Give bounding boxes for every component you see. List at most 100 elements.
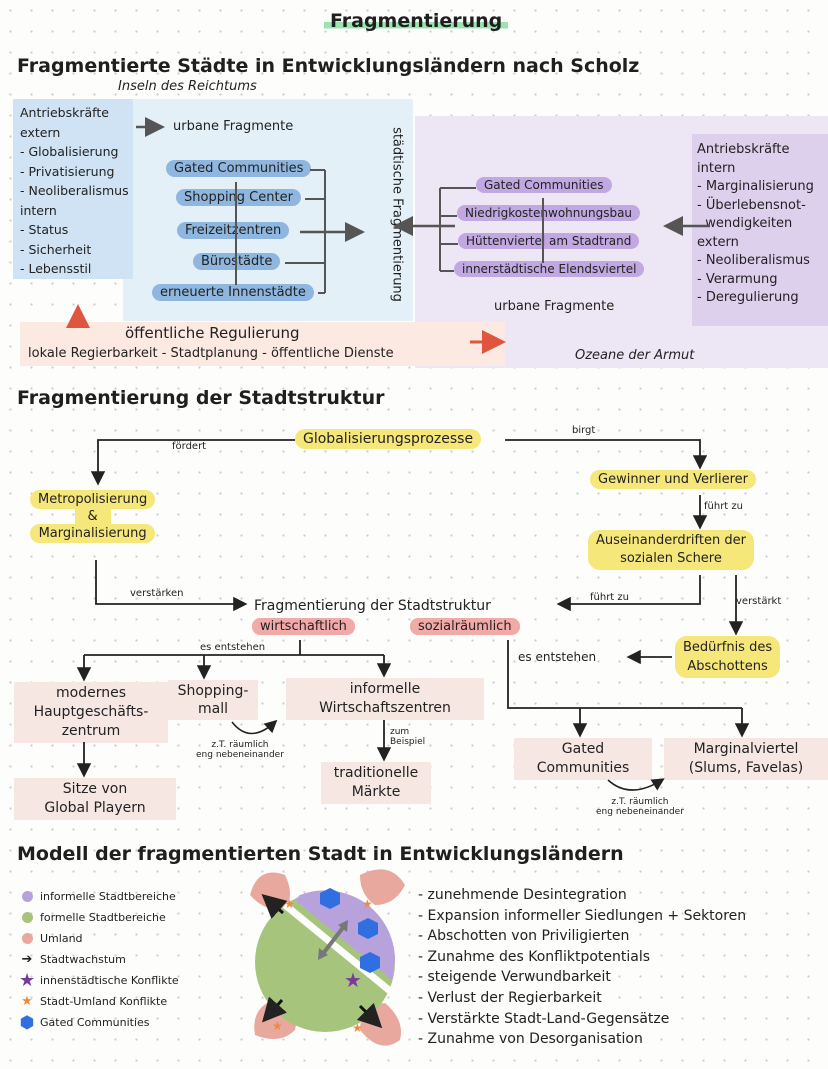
- birgt-label: birgt: [572, 425, 596, 436]
- legend-row: informelle Stadtbereiche: [20, 886, 179, 907]
- purple-dot-icon: [20, 891, 34, 902]
- left-driver-line: extern: [20, 124, 61, 140]
- informelle-box: informelle Wirtschaftszentren: [286, 678, 484, 720]
- consequence-item: - steigende Verwundbarkeit: [418, 969, 611, 986]
- arrow-right-icon: ➔: [21, 952, 33, 967]
- right-driver-line: wendigkeiten: [697, 216, 793, 231]
- gated-line: Gated: [561, 741, 605, 757]
- right-drivers-region: [692, 134, 828, 326]
- consequence-item: - Verlust der Regierbarkeit: [418, 989, 602, 1006]
- left-driver-line: - Neoliberalismus: [20, 183, 129, 198]
- gated-box: Gated Communities: [514, 738, 652, 780]
- regulation-region: [20, 322, 505, 366]
- purple-star-marker: ★: [344, 968, 362, 992]
- left-driver-line: - Privatisierung: [20, 163, 115, 179]
- fuehrt-zu-2: führt zu: [590, 592, 629, 603]
- legend-label: formelle Stadtbereiche: [40, 911, 166, 924]
- zt-left-label: z.T. räumlich eng nebeneinander: [196, 740, 284, 760]
- legend-row: ★ innenstädtische Konflikte: [18, 970, 179, 991]
- legend-row: ➔ Stadtwachstum: [20, 949, 179, 970]
- auseinander-line: Auseinanderdriften der: [596, 533, 746, 548]
- consequence-item: - Zunahme von Desorganisation: [418, 1031, 643, 1048]
- auseinander-line: sozialen Schere: [620, 551, 722, 566]
- salmon-dot-icon: [20, 933, 34, 944]
- es-entstehen-right: es entstehen: [518, 650, 597, 664]
- legend-label: Gated Communities: [40, 1016, 150, 1029]
- marginalviertel-box: Marginalviertel (Slums, Favelas): [664, 738, 828, 780]
- fuehrt-zu-1: führt zu: [704, 501, 743, 512]
- fragmentierung-label: Fragmentierung der Stadtstruktur: [254, 598, 491, 614]
- pill-erneuerte-innenstaedte: erneuerte Innenstädte: [152, 284, 314, 301]
- es-entstehen-left: es entstehen: [200, 642, 266, 653]
- orange-star-icon: ★: [21, 994, 33, 1009]
- metropolisierung-pill: Metropolisierung: [30, 490, 156, 509]
- right-driver-line: intern: [697, 160, 736, 176]
- beduerfnis-pill: Bedürfnis des Abschottens: [675, 636, 781, 678]
- wirtschaftlich-pill: wirtschaftlich: [252, 618, 355, 635]
- marginalisierung-pill: Marginalisierung: [30, 524, 156, 543]
- right-driver-line: - Deregulierung: [697, 290, 799, 305]
- sozialraeumlich-pill: sozialräumlich: [410, 618, 520, 635]
- zt-left-line: eng nebeneinander: [196, 750, 284, 760]
- gated-community-hexagon: [320, 888, 340, 909]
- traditionelle-box: traditionelle Märkte: [321, 762, 431, 804]
- pill-elendsviertel: innerstädtische Elendsviertel: [454, 261, 645, 277]
- foerdert-label: fördert: [172, 441, 207, 452]
- ampersand: &: [74, 509, 111, 524]
- beduerfnis-line: Abschottens: [687, 659, 768, 674]
- svg-text:★: ★: [362, 897, 373, 911]
- zt-right-label: z.T. räumlich eng nebeneinander: [596, 797, 684, 817]
- legend-label: Stadtwachstum: [40, 953, 126, 966]
- right-driver-line: - Verarmung: [697, 271, 778, 287]
- left-driver-line: intern: [20, 202, 57, 218]
- gated-line: Communities: [536, 760, 630, 776]
- left-driver-line: - Globalisierung: [20, 144, 119, 159]
- right-driver-line: - Überlebensnot-: [697, 197, 806, 213]
- purple-star-icon: ★: [18, 970, 36, 991]
- pill-shopping-center: Shopping Center: [176, 189, 301, 206]
- legend-row: ★ Stadt-Umland Konflikte: [20, 991, 179, 1012]
- urbane-fragmente-left: urbane Fragmente: [173, 119, 294, 134]
- shopping-line: mall: [198, 701, 228, 717]
- pill-freizeitzentren: Freizeitzentren: [177, 222, 290, 239]
- right-driver-line: Antriebskräfte: [697, 142, 790, 157]
- left-driver-line: Antriebskräfte: [20, 105, 109, 120]
- left-drivers-region: [13, 99, 133, 279]
- marginalviertel-line: (Slums, Favelas): [688, 760, 804, 776]
- svg-text:★: ★: [272, 1019, 283, 1033]
- consequences-list: - zunehmende Desintegration - Expansion …: [418, 885, 746, 1050]
- right-drivers-text: Antriebskräfte intern - Marginalisierung…: [697, 141, 814, 308]
- metropolisierung-box: Metropolisierung & Marginalisierung: [30, 490, 156, 543]
- auseinander-pill: Auseinanderdriften der sozialen Schere: [588, 530, 754, 570]
- sitze-line: Sitze von: [62, 781, 128, 797]
- right-driver-line: extern: [697, 234, 739, 250]
- consequence-item: - zunehmende Desintegration: [418, 887, 627, 903]
- inseln-label: Inseln des Reichtums: [118, 79, 257, 94]
- traditionelle-line: traditionelle: [333, 765, 419, 781]
- page-title: Fragmentierung: [324, 10, 509, 32]
- svg-text:★: ★: [352, 1021, 363, 1035]
- urbane-fragmente-right: urbane Fragmente: [494, 299, 615, 314]
- vertical-label: städtische Fragmentierung: [389, 127, 405, 302]
- pill-gated-communities-poor: Gated Communities: [476, 177, 612, 193]
- gated-community-hexagon: [360, 952, 380, 973]
- green-dot-icon: [20, 912, 34, 923]
- modernes-line: modernes: [56, 685, 126, 701]
- legend-label: Umland: [40, 932, 83, 945]
- consequence-item: - Abschotten von Priviligierten: [418, 928, 630, 945]
- ozeane-label: Ozeane der Armut: [575, 348, 695, 363]
- left-driver-line: - Lebensstil: [20, 261, 92, 276]
- pill-gated-communities-rich: Gated Communities: [166, 160, 312, 177]
- left-driver-line: - Status: [20, 222, 69, 237]
- informelle-line: informelle: [349, 681, 421, 697]
- public-regulation-detail: lokale Regierbarkeit - Stadtplanung - öf…: [28, 346, 394, 361]
- marginalviertel-line: Marginalviertel: [693, 741, 799, 757]
- zt-left-line: z.T. räumlich: [211, 740, 269, 750]
- shopping-box: Shopping- mall: [168, 680, 258, 720]
- public-regulation: öffentliche Regulierung: [125, 324, 300, 342]
- consequence-item: - Zunahme des Konfliktpotentials: [418, 948, 651, 965]
- pill-buerostaedte: Bürostädte: [193, 253, 281, 270]
- blue-hexagon-icon: ⬢: [19, 1012, 35, 1033]
- zum-beispiel-line: Beispiel: [390, 737, 426, 747]
- right-driver-line: - Neoliberalismus: [697, 253, 810, 268]
